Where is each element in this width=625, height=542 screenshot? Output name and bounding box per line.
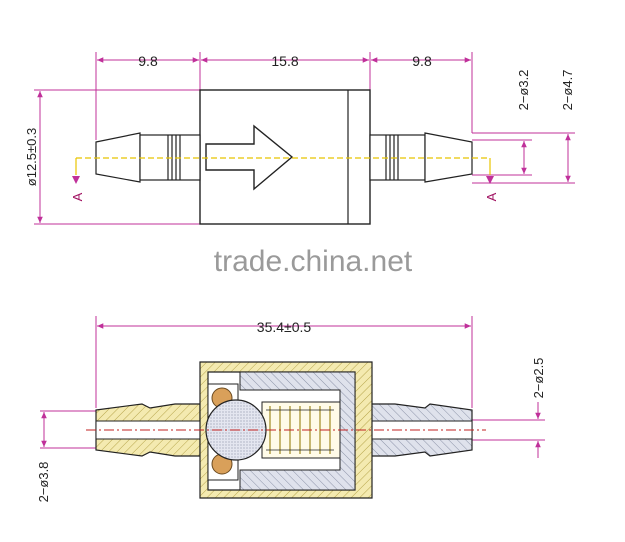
- section-inner-fitting: [239, 371, 356, 491]
- dim-label-overall: 35.4±0.5: [257, 319, 312, 335]
- dim-label-right-barb: 9.8: [412, 53, 432, 69]
- section-view: 35.4±0.5 2−ø2.5 2−ø3.8: [36, 316, 546, 502]
- section-mark-left: A: [70, 192, 85, 201]
- dim-label-inner-dia: 2−ø3.2: [516, 70, 531, 111]
- section-mark-right: A: [484, 192, 499, 201]
- top-view: 9.8 15.8 9.8 ø12.5±0.3 2−ø3.2 2−ø4.7 A A: [24, 52, 575, 225]
- dim-label-bore: 2−ø2.5: [531, 358, 546, 399]
- dim-label-outer-dia: 2−ø4.7: [560, 70, 575, 111]
- watermark: trade.china.net: [214, 245, 413, 278]
- dim-label-left-barb: 9.8: [138, 53, 158, 69]
- dim-label-body: 15.8: [271, 53, 298, 69]
- section-line-a-a: [75, 157, 491, 175]
- dim-label-body-dia: ø12.5±0.3: [24, 128, 39, 186]
- dim-label-barb-dia: 2−ø3.8: [36, 462, 51, 503]
